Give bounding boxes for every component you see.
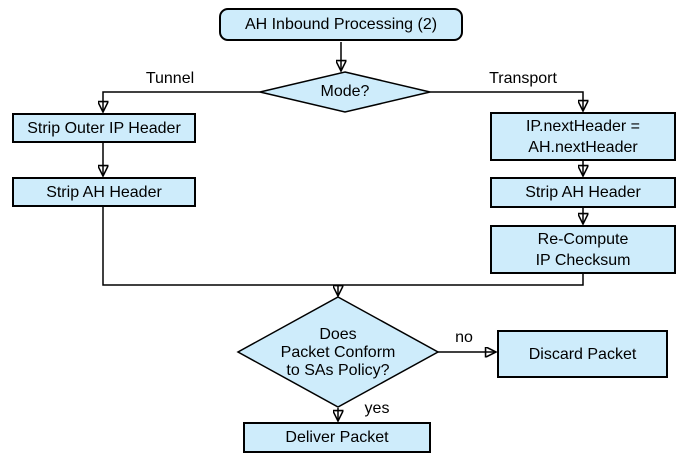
start-node: AH Inbound Processing (2) (219, 8, 463, 41)
mode-decision-label: Mode? (320, 83, 370, 100)
policy-decision-diamond (236, 296, 440, 408)
tunnel-branch-label: Tunnel (145, 70, 195, 87)
strip-outer-ip-header-node: Strip Outer IP Header (12, 113, 196, 143)
ip-nextheader-node: IP.nextHeader = AH.nextHeader (490, 112, 676, 161)
strip-ah-header-left-node: Strip AH Header (12, 177, 196, 207)
transport-branch-label: Transport (489, 70, 557, 87)
edge-mode-transport (430, 91, 583, 110)
recompute-checksum-node: Re-Compute IP Checksum (490, 225, 676, 274)
mode-decision-diamond (259, 71, 431, 113)
discard-packet-node: Discard Packet (497, 330, 668, 378)
strip-ah-header-right-node: Strip AH Header (490, 177, 676, 208)
policy-decision-label: Does Packet Conform to SAs Policy? (280, 326, 396, 379)
yes-edge-label: yes (364, 400, 390, 417)
deliver-packet-node: Deliver Packet (243, 422, 431, 453)
edge-mode-tunnel (103, 91, 260, 111)
no-edge-label: no (455, 329, 473, 346)
